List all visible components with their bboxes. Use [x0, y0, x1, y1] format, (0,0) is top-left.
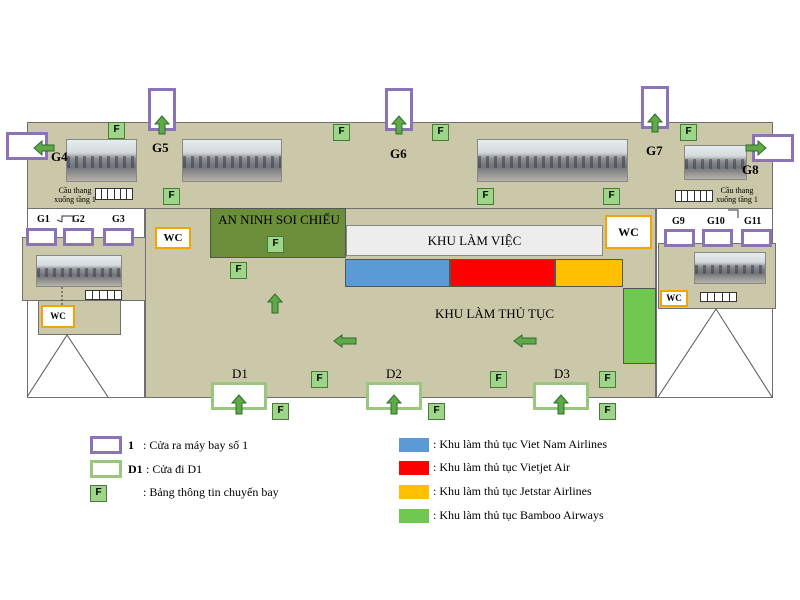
legend-text-jetstar: : Khu làm thủ tục Jetstar Airlines	[433, 484, 592, 498]
legend-swatch-jetstar	[399, 485, 429, 499]
legend-gate-number: 1	[128, 438, 134, 452]
flight-board: F	[599, 403, 616, 420]
legend-door-text: : Cửa đi D1	[146, 462, 203, 476]
flight-board: F	[477, 188, 494, 205]
lounge-photo-g4	[66, 139, 137, 182]
flight-board: F	[311, 371, 328, 388]
flight-board: F	[428, 403, 445, 420]
lounge-photo-left-wing	[36, 255, 122, 287]
legend-board-swatch: F	[90, 485, 107, 502]
stairs-label-left-line1: Cầu thang	[58, 186, 92, 195]
gate-g8-label: G8	[742, 162, 759, 177]
gate-g2-box	[63, 228, 94, 246]
wc-left-wing: WC	[41, 305, 75, 328]
movement-arrows	[33, 113, 767, 415]
wc-main-left: WC	[155, 227, 191, 249]
wc-right-wing: WC	[660, 290, 688, 307]
arrow-left-icon	[513, 334, 537, 348]
checkin-vietnam-airlines	[345, 259, 450, 287]
checkin-bamboo	[623, 288, 656, 364]
gate-g1-label: G1	[37, 214, 50, 225]
gate-g11-box	[741, 229, 772, 247]
lounge-photo-g5	[182, 139, 282, 182]
arrow-up-icon	[266, 293, 284, 314]
stairs-label-right-line1: Cầu thang	[720, 186, 754, 195]
wc-main-right: WC	[605, 215, 652, 249]
arrow-left-icon	[33, 139, 55, 157]
legend-swatch-bamboo	[399, 509, 429, 523]
checkin-vietjet	[450, 259, 555, 287]
arrow-up-icon	[153, 115, 171, 135]
stairs-label-left: Cầu thang xuống tầng 1	[54, 186, 96, 204]
arrow-up-icon	[385, 394, 403, 415]
stairs-right-wing	[700, 292, 737, 302]
legend-gate-text: : Cửa ra máy bay số 1	[143, 438, 249, 452]
door-d3-label: D3	[554, 366, 570, 381]
work-area: KHU LÀM VIỆC	[346, 225, 603, 256]
flight-board: F	[267, 236, 284, 253]
gate-g9-label: G9	[672, 216, 685, 227]
flight-board: F	[163, 188, 180, 205]
arrow-up-icon	[646, 113, 664, 133]
lounge-photo-g7	[477, 139, 628, 182]
door-d3-box	[533, 382, 589, 410]
legend-text-vietjet: : Khu làm thủ tục Vietjet Air	[433, 460, 571, 474]
gate-g4-label: G4	[51, 149, 68, 164]
gate-g3-label: G3	[112, 214, 125, 225]
checkin-jetstar	[555, 259, 623, 287]
gate-g2-label: G2	[72, 214, 85, 225]
gate-g1-box	[26, 228, 57, 246]
wing-roof-lines	[26, 308, 773, 398]
legend-swatch-vietnam-airlines	[399, 438, 429, 452]
work-area-label: KHU LÀM VIỆC	[427, 233, 522, 248]
arrow-left-icon	[333, 334, 357, 348]
security-label: AN NINH SOI CHIẾU	[218, 212, 340, 227]
legend-swatch-vietjet	[399, 461, 429, 475]
flight-board: F	[599, 371, 616, 388]
flight-board: F	[680, 124, 697, 141]
flight-board: F	[230, 262, 247, 279]
gate-g7-label: G7	[646, 143, 663, 158]
upper-concourse	[27, 122, 773, 210]
flight-board: F	[603, 188, 620, 205]
lounge-photo-g8	[684, 145, 747, 180]
gate-g10-box	[702, 229, 733, 247]
flight-board: F	[333, 124, 350, 141]
legend-door-swatch	[90, 460, 122, 478]
gate-g11-label: G11	[744, 216, 762, 227]
gate-g3-box	[103, 228, 134, 246]
door-d2-label: D2	[386, 366, 402, 381]
stairs-label-left-line2: xuống tầng 1	[54, 195, 96, 204]
checkin-area-label: KHU LÀM THỦ TỤC	[435, 306, 555, 321]
stairs-left-wing	[85, 290, 122, 300]
stairs-left-top	[95, 188, 133, 200]
arrow-right-icon	[745, 139, 767, 157]
legend-door-number: D1	[128, 462, 143, 476]
legend-text-bamboo: : Khu làm thủ tục Bamboo Airways	[433, 508, 604, 522]
stair-pointers	[56, 209, 739, 305]
stairs-label-right: Cầu thang xuống tầng 1	[714, 186, 760, 204]
legend-text-vietnam-airlines: : Khu làm thủ tục Viet Nam Airlines	[433, 437, 608, 451]
gate-g9-box	[664, 229, 695, 247]
legend-board-text: : Bảng thông tin chuyến bay	[143, 485, 279, 499]
flight-board: F	[272, 403, 289, 420]
stairs-right-top	[675, 190, 713, 202]
stairs-label-right-line2: xuống tầng 1	[716, 195, 758, 204]
arrow-up-icon	[552, 394, 570, 415]
lounge-photo-right-wing	[694, 252, 766, 284]
arrow-up-icon	[390, 115, 408, 135]
flight-board: F	[432, 124, 449, 141]
flight-board: F	[108, 122, 125, 139]
flight-board: F	[490, 371, 507, 388]
door-d1-label: D1	[232, 366, 248, 381]
arrow-up-icon	[230, 394, 248, 415]
legend-gate-swatch	[90, 436, 122, 454]
gate-g5-label: G5	[152, 140, 169, 155]
gate-g10-label: G10	[707, 216, 725, 227]
gate-g6-label: G6	[390, 146, 407, 161]
